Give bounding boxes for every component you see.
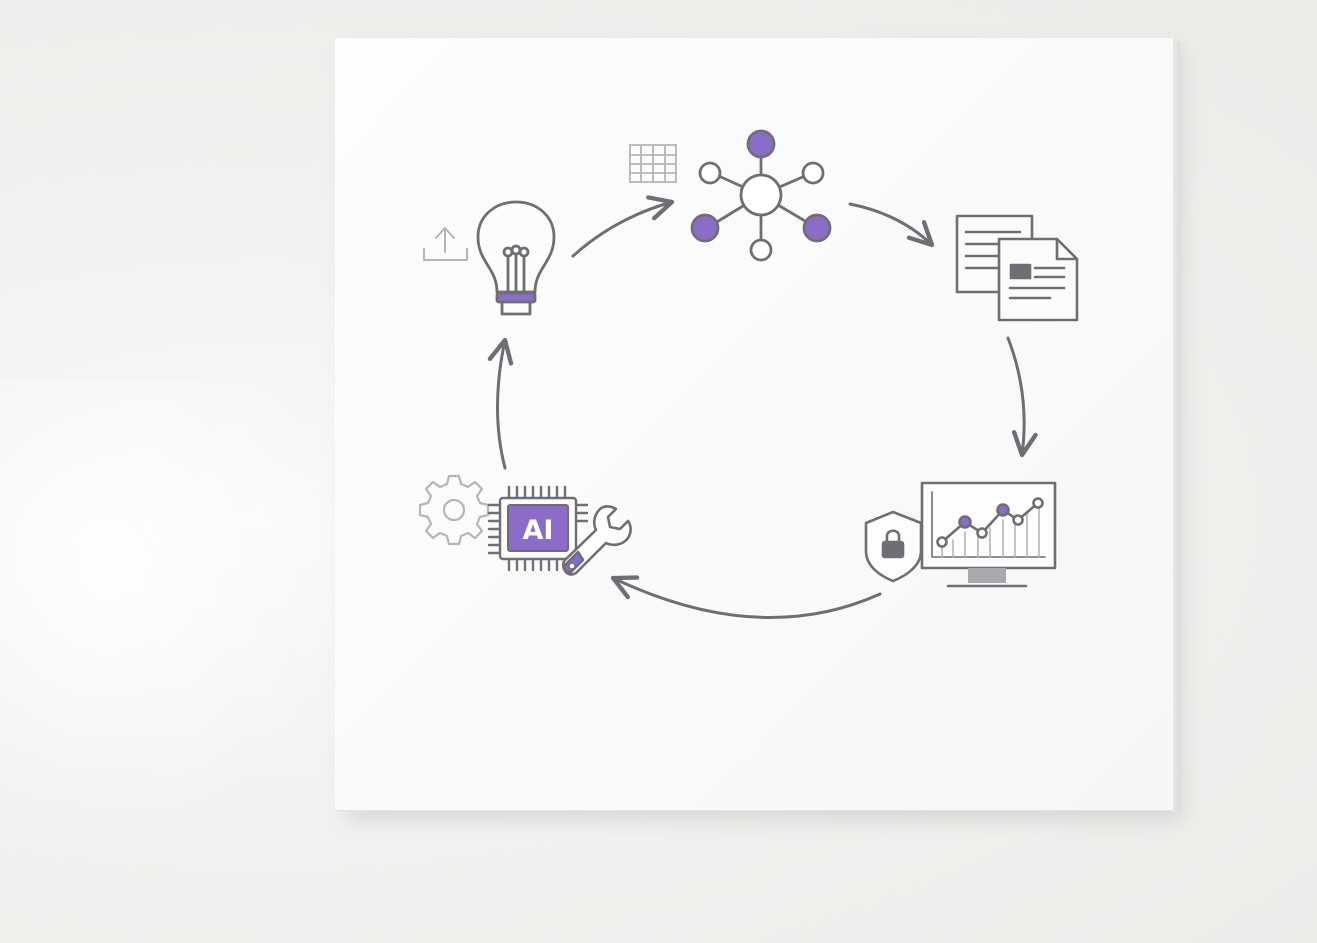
ai-chip-icon <box>487 485 589 572</box>
analytics-monitor-icon <box>920 481 1057 588</box>
table-grid-icon <box>629 144 677 183</box>
documents-icon <box>955 214 1079 322</box>
upload-icon <box>423 227 468 261</box>
arrow-documents-to-monitor <box>1006 336 1038 458</box>
lightbulb-icon <box>476 200 556 316</box>
canvas-print <box>335 38 1173 810</box>
arrow-bulb-to-network <box>571 195 675 258</box>
shield-lock-icon <box>864 510 923 583</box>
ai-chip-label: AI <box>523 515 554 546</box>
arrow-network-to-documents <box>848 202 935 248</box>
gear-icon <box>418 474 490 546</box>
wrench-icon <box>561 505 632 576</box>
arrow-monitor-to-ai-chip <box>610 575 882 619</box>
arrow-ai-chip-to-bulb <box>487 337 514 470</box>
wall-light <box>0 380 360 840</box>
network-nodes-icon <box>690 129 832 262</box>
canvas-edge <box>1173 42 1180 812</box>
